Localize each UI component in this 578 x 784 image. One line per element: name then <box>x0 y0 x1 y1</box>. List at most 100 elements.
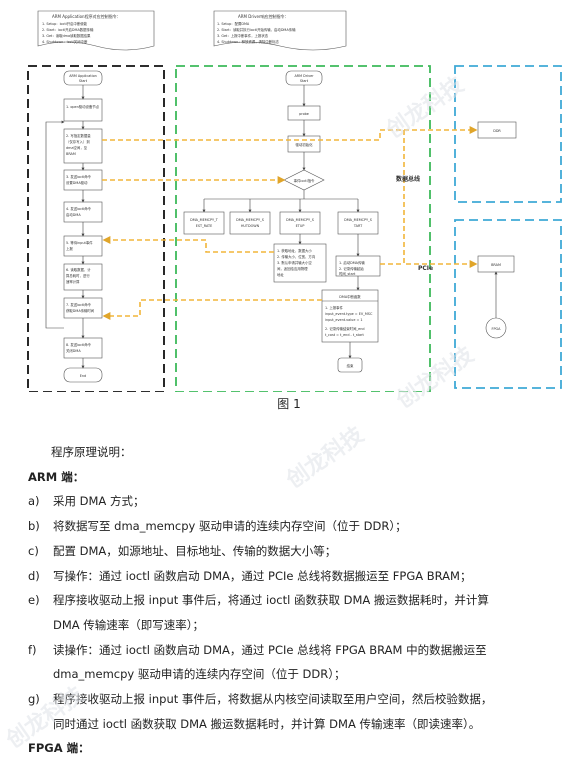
svg-text:input_event.value = 1: input_event.value = 1 <box>325 318 363 322</box>
svg-text:2. Start：读取并执行ioctl开始传输，启动DMA传: 2. Start：读取并执行ioctl开始传输，启动DMA传输 <box>217 27 296 32</box>
svg-text:算总耗时，进行: 算总耗时，进行 <box>66 273 90 278</box>
svg-text:3. 发送ioctl命令: 3. 发送ioctl命令 <box>66 174 92 179</box>
list-item-continuation: 同时通过 ioctl 函数获取 DMA 搬运数据耗时，并计算 DMA 传输速率（… <box>53 716 481 731</box>
arm-app-flow: ARM Application Start 1. open驱动设备节点 2. 写… <box>45 70 103 383</box>
svg-text:（仅存写入）到: （仅存写入）到 <box>66 139 90 144</box>
svg-text:TART: TART <box>353 224 363 228</box>
arm-step-7 <box>63 297 103 319</box>
svg-text:2. Start：ioctl开启DMA数据传输: 2. Start：ioctl开启DMA数据传输 <box>42 27 94 32</box>
arm-driver-region <box>175 65 431 392</box>
list-item-continuation: DMA 传输速率（即写速率）； <box>53 617 205 632</box>
list-item: d)写操作：通过 ioctl 函数启动 DMA，通过 PCIe 总线将数据搬运至… <box>28 568 472 583</box>
svg-text:input_event.type = EV_MSC: input_event.type = EV_MSC <box>325 312 373 316</box>
driver-end <box>337 357 363 373</box>
svg-text:probe: probe <box>299 112 309 116</box>
svg-text:ARM Application: ARM Application <box>69 74 97 78</box>
svg-text:3. Get：读取dma读取数据结果: 3. Get：读取dma读取数据结果 <box>42 33 91 38</box>
svg-text:时间_start: 时间_start <box>339 271 356 276</box>
svg-text:1. Setup：配置DMA: 1. Setup：配置DMA <box>217 21 250 26</box>
figure-caption: 图 1 <box>277 397 301 411</box>
ddr-region <box>454 65 562 203</box>
svg-text:1. 获取地址，数据大小: 1. 获取地址，数据大小 <box>277 248 312 253</box>
svg-text:获取DMA传输时间: 获取DMA传输时间 <box>66 308 95 313</box>
fpga-heading: FPGA 端： <box>28 741 90 756</box>
description: 程序原理说明： ARM 端： a)采用 DMA 方式； b)将数据写至 dma_… <box>0 440 578 761</box>
arm-note-title: ARM Application程序对应控制指令： <box>52 13 121 19</box>
svg-text:速率计算: 速率计算 <box>66 279 80 284</box>
driver-op-test-rate <box>183 211 225 235</box>
arm-step-4 <box>63 201 103 223</box>
list-item: c)配置 DMA，如源地址、目标地址、传输的数据大小等； <box>28 543 337 558</box>
svg-text:2. 传输大小、位宽、方向: 2. 传输大小、位宽、方向 <box>277 254 316 259</box>
arm-step-2 <box>63 128 103 164</box>
list-item: e)程序接收驱动上报 input 事件后，将通过 ioctl 函数获取 DMA … <box>28 593 489 608</box>
svg-text:Start: Start <box>300 79 309 83</box>
svg-text:DMA_MEMCPY_S: DMA_MEMCPY_S <box>236 218 264 222</box>
arm-step-3 <box>63 169 103 191</box>
svg-text:4. Shutdown：释放资源，清除中断标志: 4. Shutdown：释放资源，清除中断标志 <box>217 39 280 44</box>
svg-text:事件ioctl指令: 事件ioctl指令 <box>294 178 315 183</box>
svg-text:dma空间，至: dma空间，至 <box>66 145 88 150</box>
svg-text:1. 上报事件: 1. 上报事件 <box>325 305 343 310</box>
svg-text:DMA_MEMCPY_T: DMA_MEMCPY_T <box>190 218 219 222</box>
svg-text:1. open驱动设备节点: 1. open驱动设备节点 <box>66 104 100 109</box>
svg-text:3. Get：上报中断事件，上报状态: 3. Get：上报中断事件，上报状态 <box>217 33 269 38</box>
svg-text:4. 发送ioctl命令: 4. 发送ioctl命令 <box>66 206 92 211</box>
driver-op-shutdown <box>229 211 271 235</box>
pcie-label: PCIe <box>418 265 433 272</box>
svg-text:2. 记录传输起始: 2. 记录传输起始 <box>339 266 364 271</box>
driver-op-start <box>337 211 379 235</box>
svg-text:启动DMA: 启动DMA <box>66 212 81 217</box>
svg-text:间，返回给应用物理: 间，返回给应用物理 <box>277 266 308 271</box>
fpga-region <box>454 219 562 389</box>
svg-text:4. Shutdown：ioctl关闭中断: 4. Shutdown：ioctl关闭中断 <box>42 39 88 44</box>
svg-text:2. 写指定数据量: 2. 写指定数据量 <box>66 133 91 138</box>
ddr-box <box>477 121 517 139</box>
svg-text:Start: Start <box>79 79 88 83</box>
arm-note: ARM Application程序对应控制指令： 1. Setup：ioctl开… <box>37 10 155 51</box>
svg-text:ETUP: ETUP <box>296 224 305 228</box>
driver-setup-detail <box>273 243 327 283</box>
svg-text:6. 读取数据，计: 6. 读取数据，计 <box>66 267 91 272</box>
arm-step-5 <box>63 235 103 257</box>
svg-text:End: End <box>80 374 86 378</box>
svg-text:结束: 结束 <box>347 363 354 368</box>
list-item: f)读操作：通过 ioctl 函数启动 DMA，通过 PCIe 总线将 FPGA… <box>28 642 487 657</box>
svg-text:1. Setup：ioctl开启中断使能: 1. Setup：ioctl开启中断使能 <box>42 21 88 26</box>
flow-diagram: ARM Application程序对应控制指令： 1. Setup：ioctl开… <box>27 10 562 392</box>
svg-text:上报: 上报 <box>66 246 73 251</box>
driver-flow: ARM Driver Start probe 驱动初始化 事件ioctl指令 D… <box>183 70 381 373</box>
list-item: a)采用 DMA 方式； <box>28 494 145 509</box>
svg-text:DMA_MEMCPY_S: DMA_MEMCPY_S <box>286 218 314 222</box>
svg-text:5. 等待input事件: 5. 等待input事件 <box>66 240 93 245</box>
driver-note: ARM Driver响应控制指令： 1. Setup：配置DMA 2. Star… <box>213 10 347 51</box>
arm-heading: ARM 端： <box>28 469 85 484</box>
data-paths <box>102 126 478 320</box>
svg-text:地址: 地址 <box>277 272 284 277</box>
list-item: g)程序接收驱动上报 input 事件后，将数据从内核空间读取至用户空间，然后校… <box>28 692 493 707</box>
driver-op-setup <box>279 211 321 235</box>
svg-text:DMA中断函数: DMA中断函数 <box>339 294 361 299</box>
ddr-label: DDR <box>493 129 501 133</box>
svg-text:关闭DMA: 关闭DMA <box>66 348 81 353</box>
svg-text:设置DMA驱动: 设置DMA驱动 <box>66 180 88 185</box>
svg-text:驱动初始化: 驱动初始化 <box>296 142 314 147</box>
driver-irq <box>321 289 379 343</box>
driver-note-title: ARM Driver响应控制指令： <box>238 13 289 19</box>
list-item: b)将数据写至 dma_memcpy 驱动申请的连续内存空间（位于 DDR）； <box>28 519 407 534</box>
intro-line: 程序原理说明： <box>51 445 132 459</box>
svg-text:ARM Driver: ARM Driver <box>294 74 314 78</box>
svg-text:DMA_MEMCPY_S: DMA_MEMCPY_S <box>344 218 372 222</box>
svg-text:BRAM: BRAM <box>66 152 76 156</box>
bus-label: 数据总线 <box>396 175 420 183</box>
bram-label: BRAM <box>491 263 501 267</box>
svg-text:1. 启动DMA传输: 1. 启动DMA传输 <box>339 260 365 265</box>
svg-text:3. 默认申请并输大小空: 3. 默认申请并输大小空 <box>277 260 312 265</box>
svg-text:EST_RATE: EST_RATE <box>196 224 213 228</box>
svg-text:2. 记录传输结束时间_end: 2. 记录传输结束时间_end <box>325 326 365 331</box>
svg-text:HUTDOWN: HUTDOWN <box>241 224 260 228</box>
fpga-label: FPGA <box>492 327 502 331</box>
svg-text:8. 发送ioctl命令: 8. 发送ioctl命令 <box>66 342 92 347</box>
list-item-continuation: dma_memcpy 驱动申请的连续内存空间（位于 DDR）； <box>53 667 346 682</box>
svg-text:7. 发送ioctl命令: 7. 发送ioctl命令 <box>66 302 92 307</box>
